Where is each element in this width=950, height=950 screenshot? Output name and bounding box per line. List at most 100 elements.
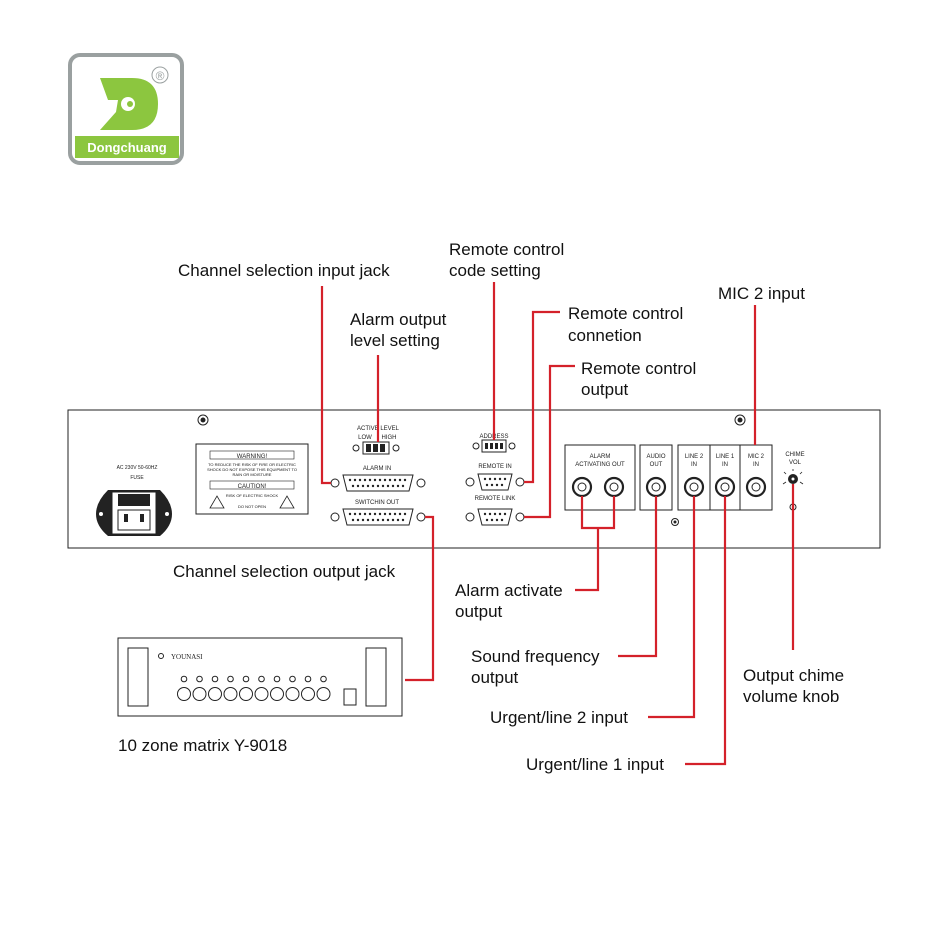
audio-out-label: AUDIO xyxy=(646,454,665,460)
callout-remote-output: output xyxy=(581,380,629,399)
callout-remote-connection: Remote control xyxy=(568,304,683,323)
matrix-brand: YOUNASI xyxy=(171,653,203,661)
remote-link-label: REMOTE LINK xyxy=(475,496,516,502)
alarm-in-label: ALARM IN xyxy=(363,466,391,472)
chime-vol-label: CHIME xyxy=(785,452,804,458)
hazard-triangle-icon xyxy=(279,495,295,509)
line2-in-label: IN xyxy=(691,462,697,468)
caution-text-line: RISK OF ELECTRIC SHOCK xyxy=(226,493,279,498)
callout-channel-output: Channel selection output jack xyxy=(173,562,396,581)
mic2-in-label: MIC 2 xyxy=(748,454,765,460)
remote-in-jack[interactable] xyxy=(465,473,525,491)
audio-out-jack[interactable] xyxy=(645,476,667,498)
zone-led xyxy=(289,675,296,683)
callout-channel-input: Channel selection input jack xyxy=(178,261,390,280)
line2-in-jack[interactable] xyxy=(683,476,705,498)
callout-sound-frequency: Sound frequency xyxy=(471,647,600,666)
line1-in-jack[interactable] xyxy=(714,476,736,498)
callout-leaders xyxy=(320,282,795,766)
callout-remote-code: code setting xyxy=(449,261,541,280)
zone-button[interactable] xyxy=(254,687,269,701)
callout-remote-code: Remote control xyxy=(449,240,564,259)
registered-mark: ® xyxy=(156,69,165,83)
zone-button[interactable] xyxy=(192,687,207,701)
warning-title: WARNING! xyxy=(237,454,268,460)
zone-button[interactable] xyxy=(270,687,284,701)
mic2-in-label: IN xyxy=(753,462,759,468)
fuse-label: FUSE xyxy=(130,475,144,481)
warning-label: WARNING! TO REDUCE THE RISK OF FIRE OR E… xyxy=(195,443,309,515)
rear-panel: AC 230V 50-60HZ FUSE WARNING! TO REDUCE … xyxy=(67,409,881,549)
leader-remote-output xyxy=(524,364,575,519)
callout-alarm-level: Alarm output xyxy=(350,310,447,329)
zone-matrix-device: YOUNASI xyxy=(117,637,403,717)
brand-logo: Dongchuang ® xyxy=(68,53,184,165)
callout-alarm-activate: output xyxy=(455,602,503,621)
zone-led xyxy=(211,675,219,683)
zone-led xyxy=(273,675,281,683)
leader-alarm-activate-stem xyxy=(575,528,600,592)
warning-text-line: SHOCK DO NOT EXPOSE THIS EQUIPMENT TO xyxy=(207,467,297,472)
caution-text-line: DO NOT OPEN xyxy=(238,504,266,509)
callout-urgent1: Urgent/line 1 input xyxy=(526,755,664,774)
power-led-icon xyxy=(158,653,164,659)
switchin-out-jack[interactable] xyxy=(330,508,426,526)
callout-chime: Output chime xyxy=(743,666,844,685)
matrix-switch[interactable] xyxy=(343,688,357,706)
screw-icon xyxy=(671,518,679,526)
leader-remote-connection xyxy=(524,310,560,484)
ac-voltage-label: AC 230V 50-60HZ xyxy=(117,465,158,471)
zone-button[interactable] xyxy=(285,687,300,701)
alarm-activating-out-group: ALARM ACTIVATING OUT xyxy=(564,444,636,511)
zone-led xyxy=(196,675,203,683)
callout-chime: volume knob xyxy=(743,687,839,706)
logo-brand-name: Dongchuang xyxy=(87,140,166,155)
chime-vol-label: VOL xyxy=(789,460,802,466)
caution-title: CAUTION! xyxy=(238,484,267,490)
callout-remote-connection: connetion xyxy=(568,326,642,345)
warning-text-line: TO REDUCE THE RISK OF FIRE OR ELECTRIC xyxy=(208,462,296,467)
zone-button[interactable] xyxy=(223,687,238,701)
hazard-triangle-icon xyxy=(209,495,225,509)
mic2-in-jack[interactable] xyxy=(745,476,767,498)
screw-icon xyxy=(197,414,209,426)
zone-button[interactable] xyxy=(316,687,331,701)
leader-urgent1 xyxy=(685,496,727,766)
chime-volume-knob[interactable] xyxy=(782,469,804,485)
zone-button-row xyxy=(177,687,331,701)
switchin-out-label: SWITCHIN OUT xyxy=(355,500,399,506)
callout-urgent2: Urgent/line 2 input xyxy=(490,708,628,727)
zone-led xyxy=(320,675,327,683)
zone-button[interactable] xyxy=(301,687,315,701)
callout-matrix: 10 zone matrix Y-9018 xyxy=(118,736,287,755)
leader-sound-frequency xyxy=(618,496,658,658)
alarm-in-jack[interactable] xyxy=(330,474,426,492)
callout-mic2: MIC 2 input xyxy=(718,284,805,303)
leader-urgent2 xyxy=(648,496,696,719)
zone-button[interactable] xyxy=(208,687,222,701)
zone-led xyxy=(258,675,265,683)
zone-button[interactable] xyxy=(177,687,191,701)
zone-led xyxy=(180,675,188,683)
alarm-out-jack-2[interactable] xyxy=(603,476,625,498)
zone-led-row xyxy=(180,675,327,683)
line2-in-label: LINE 2 xyxy=(685,454,704,460)
callout-sound-frequency: output xyxy=(471,668,519,687)
zone-led xyxy=(304,675,312,683)
low-label: LOW xyxy=(358,435,372,441)
warning-text-line: RAIN OR MOISTURE xyxy=(233,472,272,477)
leader-channel-input xyxy=(320,286,331,485)
address-dip-switch[interactable] xyxy=(472,439,516,453)
active-level-switch[interactable] xyxy=(352,441,400,455)
high-label: HIGH xyxy=(382,435,397,441)
remote-in-label: REMOTE IN xyxy=(478,464,511,470)
zone-button[interactable] xyxy=(239,687,253,701)
line1-in-label: LINE 1 xyxy=(716,454,735,460)
remote-link-jack[interactable] xyxy=(465,508,525,526)
power-inlet-icon xyxy=(96,490,172,536)
alarm-out-jack-1[interactable] xyxy=(571,476,593,498)
alarm-out-label: ALARM xyxy=(590,454,611,460)
zone-led xyxy=(242,675,250,683)
alarm-out-label: ACTIVATING OUT xyxy=(575,462,625,468)
